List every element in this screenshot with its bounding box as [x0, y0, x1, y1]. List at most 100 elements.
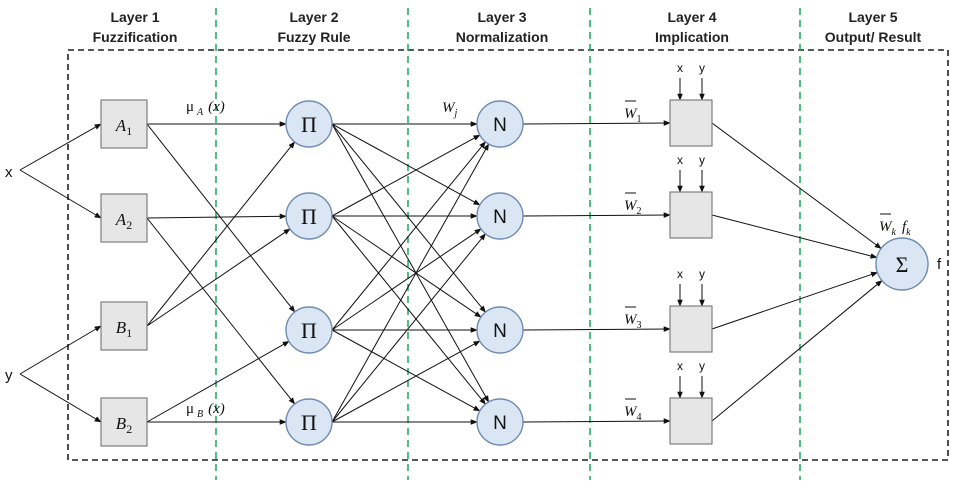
layer-subtitle: Output/ Result — [824, 29, 922, 45]
product-symbol: Π — [301, 410, 317, 435]
edge-l4-l5 — [711, 122, 882, 249]
wbar-letter: W — [624, 404, 638, 420]
node-letter: A — [115, 116, 127, 135]
layer-2-header: Layer 2 Fuzzy Rule — [229, 7, 399, 47]
edge-l2-l3 — [331, 329, 481, 412]
svg-text:W4: W4 — [624, 404, 642, 423]
edge-l1-l2 — [146, 123, 296, 313]
edge-l3-l4 — [522, 212, 671, 218]
edge-l2-l3 — [331, 215, 486, 405]
layer-subtitle: Normalization — [455, 29, 549, 45]
product-symbol: Π — [301, 112, 317, 137]
product-symbol: Π — [301, 318, 317, 343]
edge-l1-l2 — [146, 228, 291, 327]
edge-l2-l3 — [331, 228, 482, 331]
layer-subtitle: Fuzzy Rule — [277, 29, 351, 45]
edge-l1-l2 — [146, 217, 296, 405]
svg-text:B1: B1 — [116, 318, 132, 340]
layer-3-header: Layer 3 Normalization — [417, 7, 587, 47]
edge-l1-l2 — [146, 141, 296, 327]
input-x-label: x — [5, 164, 13, 181]
edge-l4-l5 — [711, 280, 883, 422]
fk-letter: f — [902, 219, 908, 235]
layer1-node-b2: B2 — [100, 397, 148, 447]
node-letter: A — [115, 210, 127, 229]
edge-y-b1 — [19, 325, 102, 375]
node-subscript: 1 — [126, 326, 132, 340]
implication-2-x-label: x — [677, 153, 683, 167]
output-f-label: f — [937, 256, 942, 273]
edge-l4-l5 — [711, 214, 878, 259]
layer-title: Layer 4 — [667, 9, 717, 25]
wbar-letter: W — [624, 312, 638, 328]
fk-subscript: k — [906, 227, 911, 238]
product-symbol: Π — [301, 204, 317, 229]
wbar-subscript: 1 — [637, 114, 642, 125]
input-y-label: y — [5, 367, 13, 384]
edge-l2-l3 — [331, 340, 481, 423]
layer-1-header: Layer 1 Fuzzification — [50, 7, 220, 47]
implication-2-y-label: y — [699, 153, 705, 167]
layer-4-header: Layer 4 Implication — [607, 7, 777, 47]
layer-title: Layer 1 — [110, 9, 160, 25]
edge-l2-l3 — [331, 233, 486, 423]
mu-subscript: B — [197, 409, 203, 420]
wbar-label-4: W4 — [624, 398, 642, 423]
layer-subtitle: Implication — [655, 29, 729, 45]
edge-x-a1 — [19, 123, 102, 171]
w-subscript: j — [453, 108, 458, 119]
edge-l2-l3 — [331, 141, 486, 331]
edge-l3-l4 — [522, 120, 671, 126]
mu-argument: (x) — [208, 99, 225, 115]
edge-x-a2 — [19, 169, 102, 219]
product-node-2: Π — [285, 192, 333, 240]
svg-text:W1: W1 — [624, 106, 642, 125]
wbar-letter: W — [624, 106, 638, 122]
implication-4-x-label: x — [677, 359, 683, 373]
svg-text:A1: A1 — [115, 116, 132, 138]
edge-l2-l3 — [331, 123, 486, 313]
implication-1-y-label: y — [699, 61, 705, 75]
node-subscript: 2 — [126, 218, 132, 232]
w-letter: W — [442, 100, 456, 116]
edge-l2-l3 — [331, 123, 490, 403]
implication-3-y-label: y — [699, 267, 705, 281]
edge-y-b2 — [19, 373, 102, 423]
svg-text:W3: W3 — [624, 312, 642, 331]
node-letter: B — [116, 414, 127, 433]
layer-subtitle: Fuzzification — [92, 29, 178, 45]
norm-symbol: N — [493, 413, 507, 434]
edge-l2-l3 — [331, 134, 481, 217]
wk-letter: W — [879, 219, 893, 235]
wbar-letter: W — [624, 198, 638, 214]
product-node-1: Π — [285, 100, 333, 148]
product-node-3: Π — [285, 306, 333, 354]
edge-l3-l4 — [522, 418, 671, 424]
sum-symbol: Σ — [896, 252, 909, 277]
product-node-4: Π — [285, 398, 333, 446]
edge-l4-l5 — [711, 271, 879, 330]
node-letter: B — [116, 318, 127, 337]
implication-4-y-label: y — [699, 359, 705, 373]
mu-subscript: A — [196, 107, 204, 118]
norm-symbol: N — [493, 321, 507, 342]
node-subscript: 2 — [126, 422, 132, 436]
svg-text:B2: B2 — [116, 414, 132, 436]
layer1-node-b1: B1 — [100, 301, 148, 351]
node-subscript: 1 — [126, 124, 132, 138]
mu-argument: (x) — [208, 401, 225, 417]
norm-symbol: N — [493, 207, 507, 228]
edge-l1-l2 — [146, 340, 290, 423]
layer-title: Layer 3 — [477, 9, 527, 25]
edge-l2-l3 — [331, 123, 481, 206]
svg-text:W2: W2 — [624, 198, 642, 217]
implication-box-1 — [669, 99, 713, 147]
wbar-subscript: 3 — [637, 320, 642, 331]
layers-frame — [67, 49, 949, 461]
implication-box-3 — [669, 305, 713, 353]
mu-symbol: μ — [186, 401, 194, 417]
